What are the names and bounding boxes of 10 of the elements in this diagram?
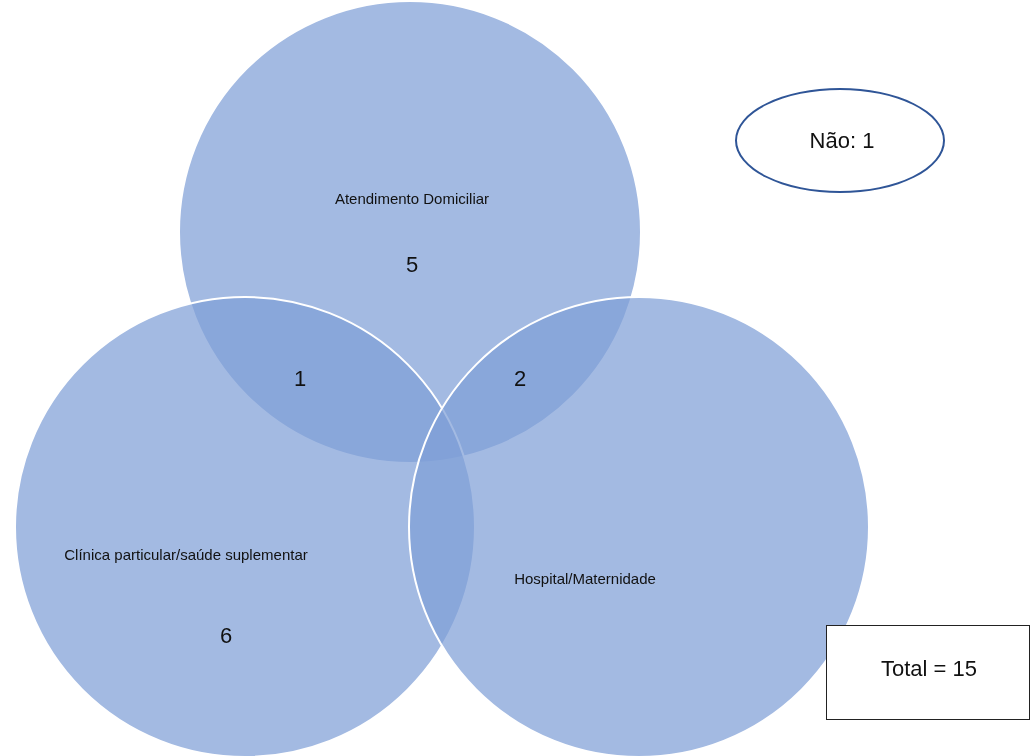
count-number: 1: [292, 366, 308, 392]
region-label: Hospital/Maternidade: [513, 570, 657, 587]
count-number: 5: [404, 252, 420, 278]
count-number: 6: [218, 623, 234, 649]
total-box: [826, 625, 1030, 720]
region-label: Total = 15: [880, 656, 978, 682]
region-label: Clínica particular/saúde suplementar: [63, 546, 309, 563]
region-label: Atendimento Domiciliar: [333, 190, 491, 207]
region-label: Não: 1: [808, 128, 876, 154]
count-number: 2: [512, 366, 528, 392]
